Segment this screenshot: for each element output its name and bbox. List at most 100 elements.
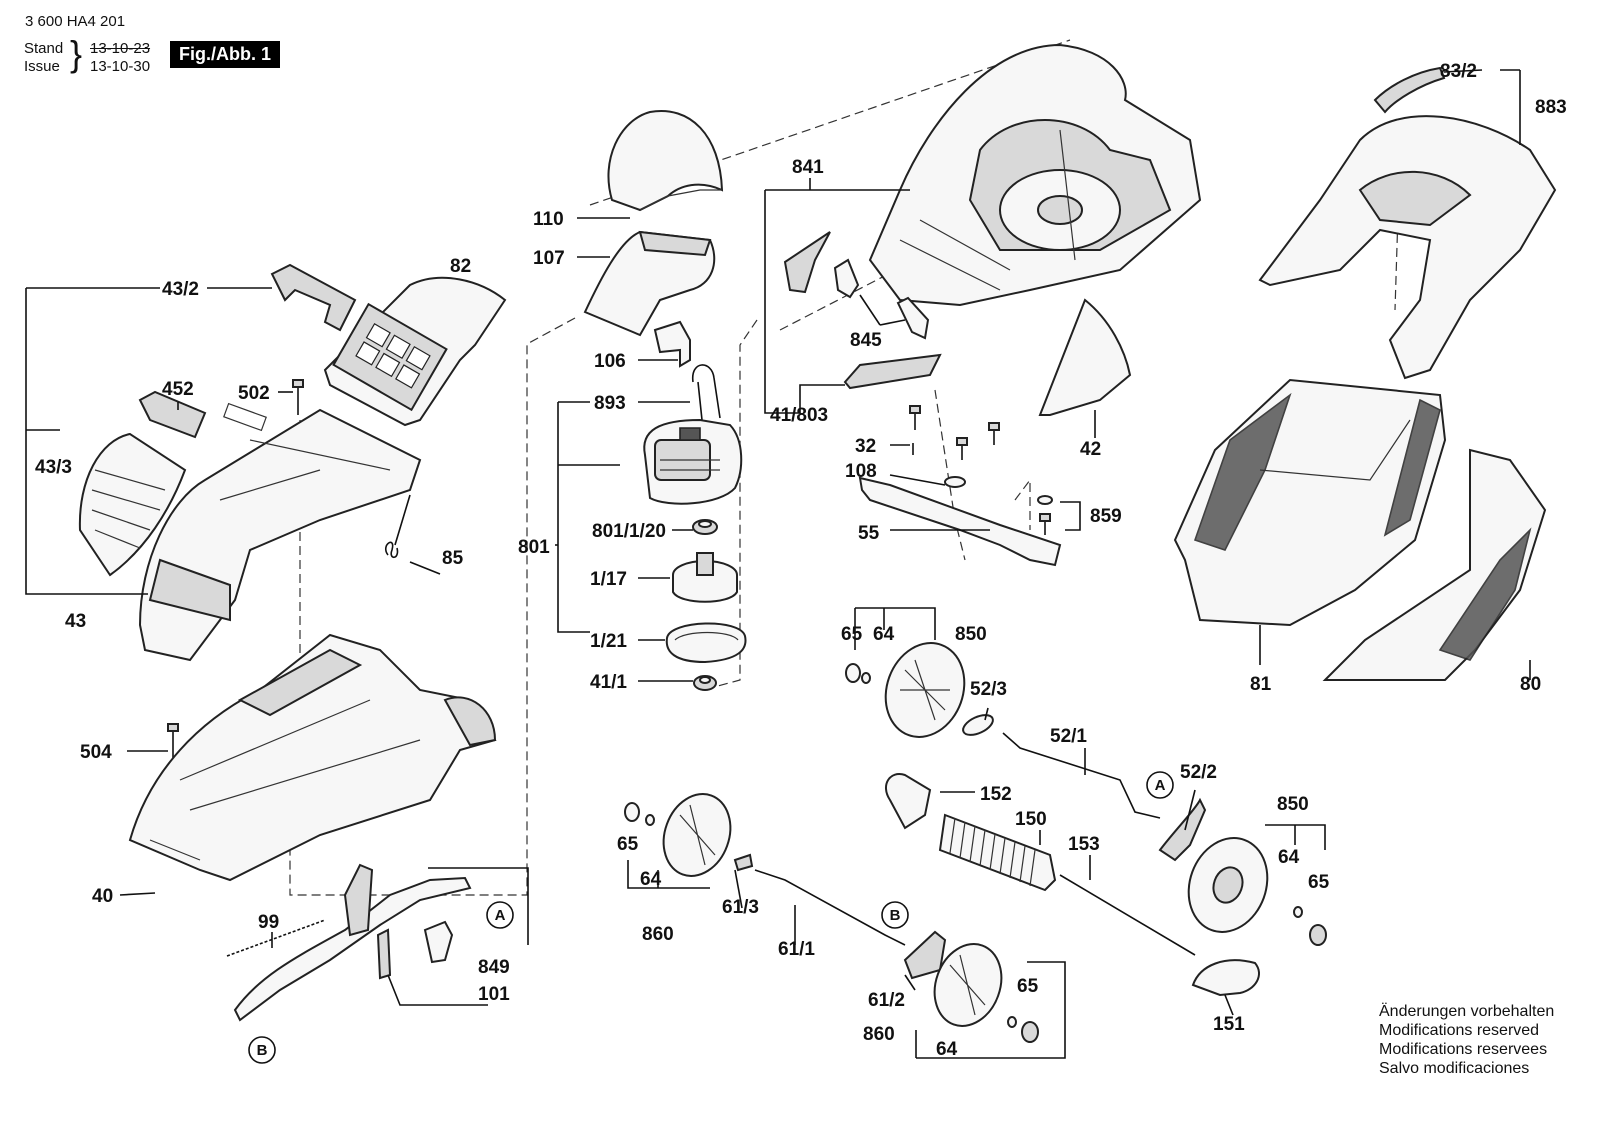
- label-108: 108: [845, 461, 877, 482]
- label-43: 43: [65, 611, 86, 632]
- box-lid-883: [1258, 115, 1557, 380]
- label-61-1: 61/1: [778, 939, 815, 960]
- label-40: 40: [92, 886, 113, 907]
- label-845: 845: [850, 330, 882, 351]
- label-85: 85: [442, 548, 464, 569]
- label-893: 893: [594, 393, 626, 414]
- label-101: 101: [478, 984, 510, 1005]
- leader-lines: [119, 69, 1531, 1016]
- label-150: 150: [1015, 809, 1047, 830]
- label-106: 106: [594, 351, 626, 372]
- motor-housing-107: [583, 230, 716, 337]
- label-64-rear: 64: [1278, 847, 1300, 868]
- screw-61-3: [733, 853, 754, 872]
- cover-42: [1038, 298, 1132, 416]
- label-860-right: 860: [863, 1024, 895, 1045]
- label-61-2: 61/2: [868, 990, 905, 1011]
- figure-badge: Fig./Abb. 1: [170, 41, 280, 68]
- deck-841: [868, 43, 1202, 307]
- stand-label: Stand: [24, 40, 64, 57]
- grip-83-2: [1373, 66, 1446, 114]
- label-81: 81: [1250, 674, 1272, 695]
- label-55: 55: [858, 523, 880, 544]
- bracket-152: [885, 773, 932, 830]
- wheel-850-front: [884, 642, 966, 738]
- modifications-notice: Änderungen vorbehalten Modifications res…: [1379, 1002, 1554, 1078]
- label-65-left: 65: [617, 834, 639, 855]
- label-883: 883: [1535, 97, 1567, 118]
- motor-cover-110: [607, 110, 724, 212]
- shaft-153: [1059, 874, 1196, 956]
- svg-text:B: B: [890, 907, 901, 924]
- label-52-2: 52/2: [1180, 762, 1217, 783]
- pulley-1-17: [672, 552, 738, 603]
- axle-52-1: [1002, 732, 1161, 819]
- handle-lever-849: [233, 863, 472, 1022]
- screws-32: [909, 405, 1000, 460]
- switch-106: [653, 320, 691, 368]
- spring-99: [226, 919, 326, 957]
- document-number: 3 600 HA4 201: [25, 13, 126, 30]
- callout-b-handle: B: [248, 1036, 276, 1064]
- label-850-rear: 850: [1277, 794, 1309, 815]
- label-52-3: 52/3: [970, 679, 1007, 700]
- notice-es: Salvo modificaciones: [1379, 1060, 1530, 1077]
- stand-date: 13-10-23: [90, 40, 151, 57]
- handle-housing-43: [138, 402, 422, 662]
- revision-labels: Stand Issue: [24, 40, 63, 76]
- bracket-61-2: [903, 930, 947, 980]
- pin-101: [376, 928, 392, 980]
- axle-61-1: [754, 869, 906, 946]
- label-65-right: 65: [1017, 976, 1039, 997]
- spring-85: [385, 494, 411, 559]
- label-1-17: 1/17: [590, 569, 627, 590]
- cap-65-rear: [1293, 906, 1327, 946]
- label-64-right: 64: [936, 1039, 958, 1060]
- label-860-left: 860: [642, 924, 674, 945]
- label-65-front: 65: [841, 624, 863, 645]
- label-850-front: 850: [955, 624, 987, 645]
- cap-65-front: [845, 663, 871, 684]
- label-41-803: 41/803: [770, 405, 828, 426]
- callout-a-handle: A: [486, 901, 514, 929]
- label-41-1: 41/1: [590, 672, 627, 693]
- wheel-860-right: [933, 943, 1003, 1027]
- cap-65-left: [624, 802, 655, 826]
- label-52-1: 52/1: [1050, 726, 1087, 747]
- label-502: 502: [238, 383, 270, 404]
- group-brackets: [25, 69, 1521, 1059]
- notice-fr: Modifications reservees: [1379, 1041, 1548, 1058]
- guide-41-803: [843, 353, 942, 390]
- label-61-3: 61/3: [722, 897, 759, 918]
- label-151: 151: [1213, 1014, 1245, 1035]
- issue-date: 13-10-30: [90, 58, 151, 75]
- clip-845-c: [896, 296, 930, 340]
- fasteners-859: [1037, 495, 1053, 535]
- label-107: 107: [533, 248, 565, 269]
- roller-150: [938, 813, 1057, 892]
- belt-1-21: [665, 622, 747, 664]
- label-801-1-20: 801/1/20: [592, 521, 666, 542]
- cable-clip-893: [692, 364, 721, 421]
- label-153: 153: [1068, 834, 1100, 855]
- issue-label: Issue: [24, 58, 60, 75]
- bearing-801-1-20: [692, 519, 718, 535]
- top-cover-82: [323, 276, 507, 427]
- grass-box-side-80: [1322, 448, 1547, 681]
- blade-55: [858, 476, 1062, 567]
- notice-en: Modifications reserved: [1379, 1022, 1540, 1039]
- cap-65-right: [1007, 1016, 1039, 1043]
- label-841: 841: [792, 157, 824, 178]
- motor-801: [643, 418, 743, 505]
- label-152: 152: [980, 784, 1012, 805]
- bracket-151: [1191, 959, 1260, 997]
- svg-text:A: A: [495, 907, 506, 924]
- svg-text:A: A: [1155, 777, 1166, 794]
- label-43-3: 43/3: [35, 457, 72, 478]
- callout-b-axle: B: [881, 901, 909, 929]
- wheel-860-left: [662, 793, 732, 877]
- label-859: 859: [1090, 506, 1122, 527]
- svg-text:B: B: [257, 1042, 268, 1059]
- revision-brace: }: [70, 33, 83, 74]
